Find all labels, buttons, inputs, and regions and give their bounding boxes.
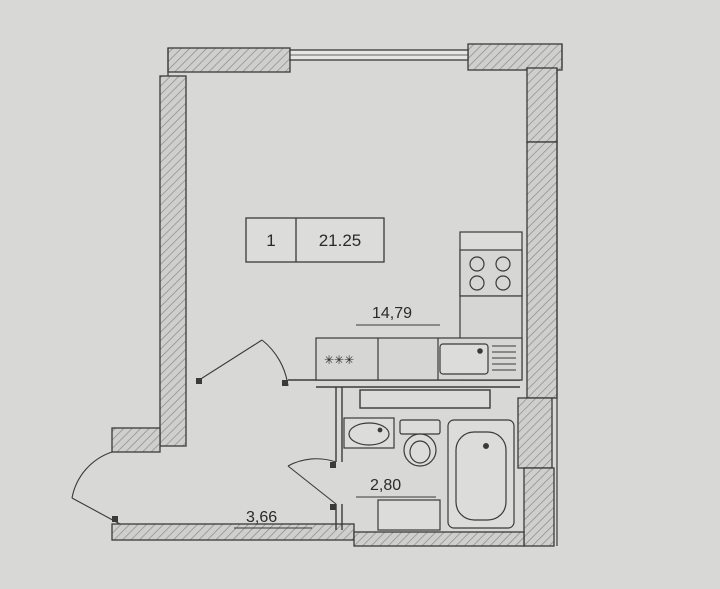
entrance-door-swing: [71, 451, 113, 499]
wall-top-left: [167, 47, 291, 73]
burner-icon: [495, 256, 511, 272]
hall-area: 3,66: [246, 509, 277, 526]
wall-right-middle: [526, 141, 558, 399]
wall-right-bottom: [523, 467, 555, 547]
bathroom-fixtures: [343, 417, 515, 531]
room-areas: 14,79 2,80 3,66: [234, 305, 440, 529]
unit-number: 1: [266, 231, 275, 250]
living-room-area: 14,79: [372, 305, 412, 322]
bathroom-area: 2,80: [370, 477, 401, 494]
toilet-bowl: [403, 433, 437, 467]
wall-left: [159, 75, 187, 447]
unit-label-box: 1 21.25: [245, 217, 385, 263]
toilet-tank: [399, 419, 441, 435]
hob-icon: ✳✳✳: [324, 353, 354, 367]
bath-door-leaf: [287, 465, 337, 505]
wall-right-lower: [517, 397, 553, 469]
burner-icon: [495, 275, 511, 291]
wall-entrance-pier: [111, 427, 161, 453]
wall-bottom-left: [111, 523, 355, 541]
bathtub: [447, 419, 515, 529]
outer-lines: [167, 44, 563, 546]
wall-bottom-right: [353, 531, 525, 547]
door-markers: [112, 378, 336, 522]
kitchen: ✳✳✳: [315, 231, 523, 381]
walls: [111, 43, 563, 547]
wall-top-right: [467, 43, 563, 71]
sink: [439, 343, 489, 375]
wall-right-upper: [526, 67, 558, 143]
total-area: 21.25: [319, 231, 362, 250]
living-door-leaf: [195, 339, 263, 383]
burner-icon: [469, 275, 485, 291]
washing-machine: [377, 499, 441, 531]
burner-icon: [469, 256, 485, 272]
